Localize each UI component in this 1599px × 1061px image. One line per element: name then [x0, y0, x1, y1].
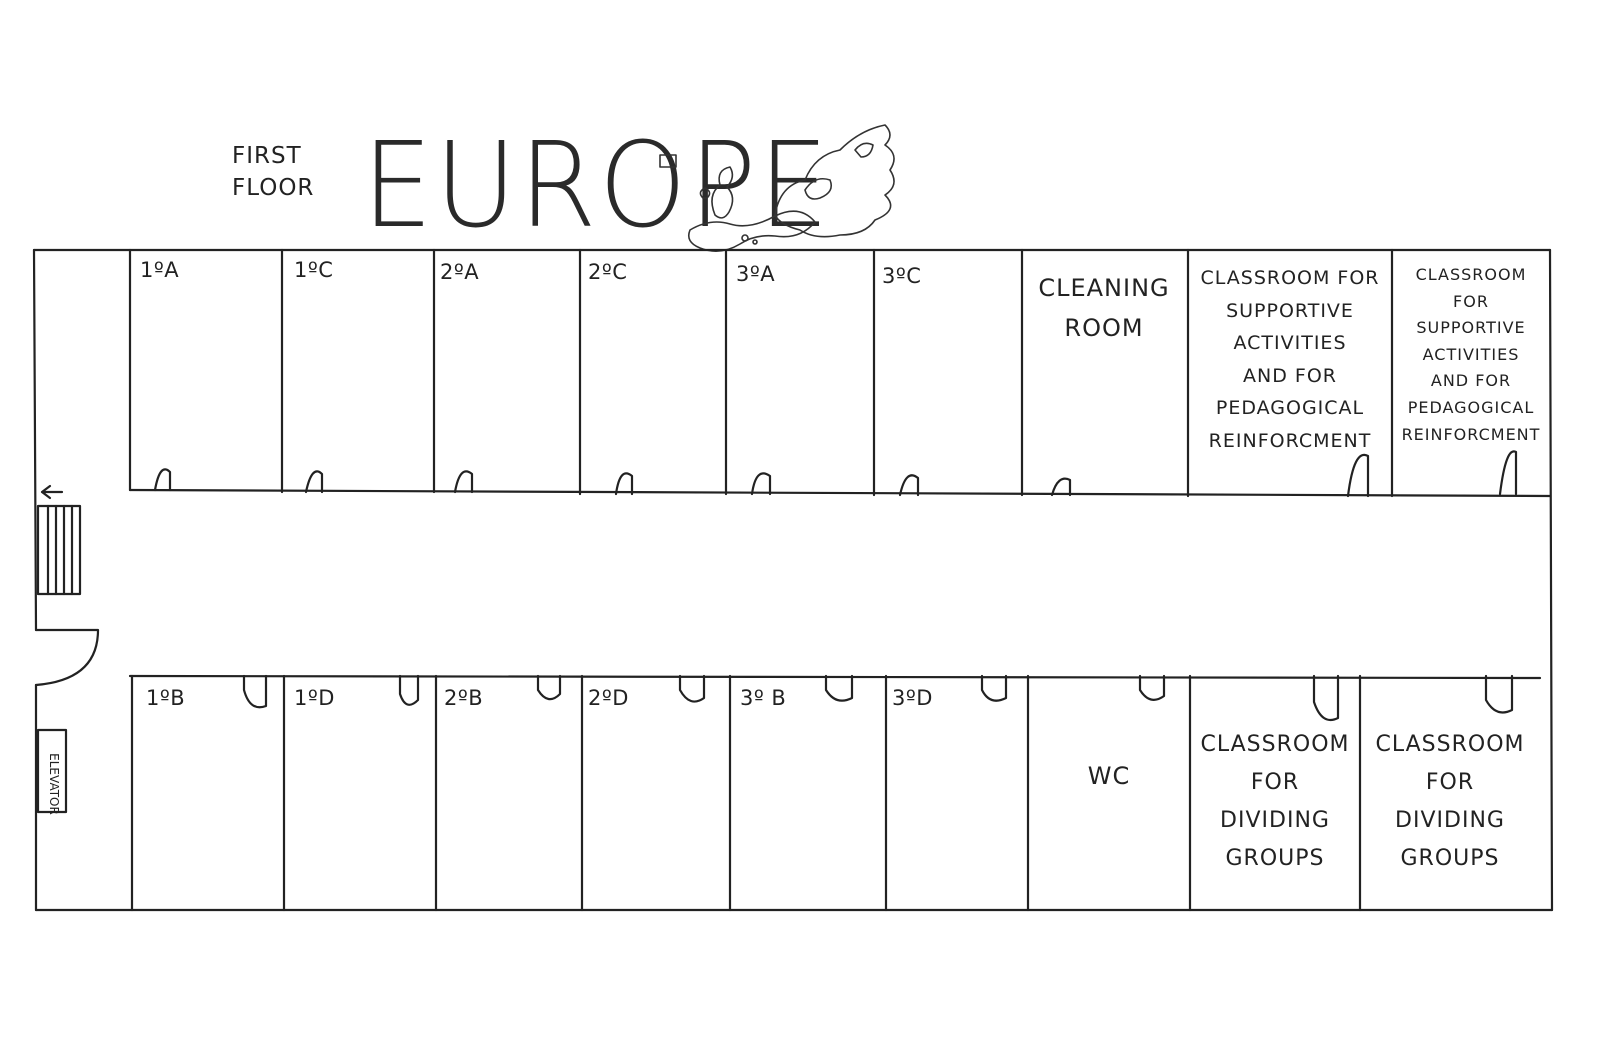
room-label-bottom-2: 1ºD — [294, 686, 335, 710]
wc-label: WC — [1087, 762, 1131, 790]
plan-stroke-40 — [980, 674, 1008, 702]
plan-stroke-26 — [153, 468, 172, 492]
plan-stroke-45 — [46, 504, 74, 596]
elevator-label: ELEVATOR — [47, 753, 61, 815]
floor-label: FIRST FLOOR — [232, 140, 314, 204]
stairs-arrow — [40, 484, 64, 500]
entrance-door-swing — [34, 628, 100, 687]
dividing-room-b-label: CLASSROOM FOR DIVIDING GROUPS — [1375, 732, 1525, 871]
elevator-box — [36, 728, 68, 814]
cleaning-room-label: CLEANING ROOM — [1038, 274, 1170, 342]
corridor-wall-bottom — [128, 674, 1542, 680]
room-label-top-5: 3ºA — [736, 262, 776, 286]
plan-stroke-41 — [1138, 674, 1166, 701]
plan-stroke-33 — [1346, 453, 1370, 498]
building-title: EUROPE — [362, 118, 832, 255]
room-label-top-1: 1ºA — [140, 258, 180, 282]
corridor-wall-top — [128, 488, 1552, 498]
plan-stroke-31 — [898, 474, 920, 497]
plan-stroke-28 — [453, 470, 474, 494]
plan-stroke-39 — [824, 674, 854, 702]
plan-stroke-36 — [398, 674, 420, 706]
room-label-bottom-5: 3º B — [740, 686, 787, 710]
room-label-top-2: 1ºC — [294, 258, 334, 282]
plan-stroke-38 — [678, 674, 706, 703]
room-label-bottom-3: 2ºB — [444, 686, 484, 710]
plan-stroke-29 — [614, 472, 634, 496]
dividing-room-a-label: CLASSROOM FOR DIVIDING GROUPS — [1200, 732, 1350, 871]
room-label-top-3: 2ºA — [440, 260, 480, 284]
outer-wall-right — [1548, 248, 1554, 912]
stairs — [36, 504, 82, 596]
plan-stroke-42 — [1312, 674, 1340, 722]
room-label-bottom-1: 1ºB — [146, 686, 186, 710]
outer-wall-left-upper — [32, 248, 38, 632]
support-room-a-label: CLASSROOM FOR SUPPORTIVE ACTIVITIES AND … — [1200, 267, 1380, 452]
plan-stroke-34 — [1498, 450, 1518, 496]
plan-stroke-27 — [304, 470, 324, 494]
room-label-top-4: 2ºC — [588, 260, 628, 284]
support-room-b-label: CLASSROOM FOR SUPPORTIVE ACTIVITIES AND … — [1401, 265, 1541, 444]
plan-stroke-37 — [536, 674, 562, 701]
plan-stroke-32 — [1050, 477, 1072, 497]
room-label-bottom-6: 3ºD — [892, 686, 933, 710]
floor-label-line2: FLOOR — [232, 175, 315, 201]
room-label-top-6: 3ºC — [882, 264, 922, 288]
plan-stroke-30 — [750, 472, 772, 496]
room-label-bottom-4: 2ºD — [588, 686, 629, 710]
plan-stroke-43 — [1484, 674, 1514, 714]
plan-stroke-35 — [242, 674, 268, 709]
floor-label-line1: FIRST — [232, 143, 302, 169]
